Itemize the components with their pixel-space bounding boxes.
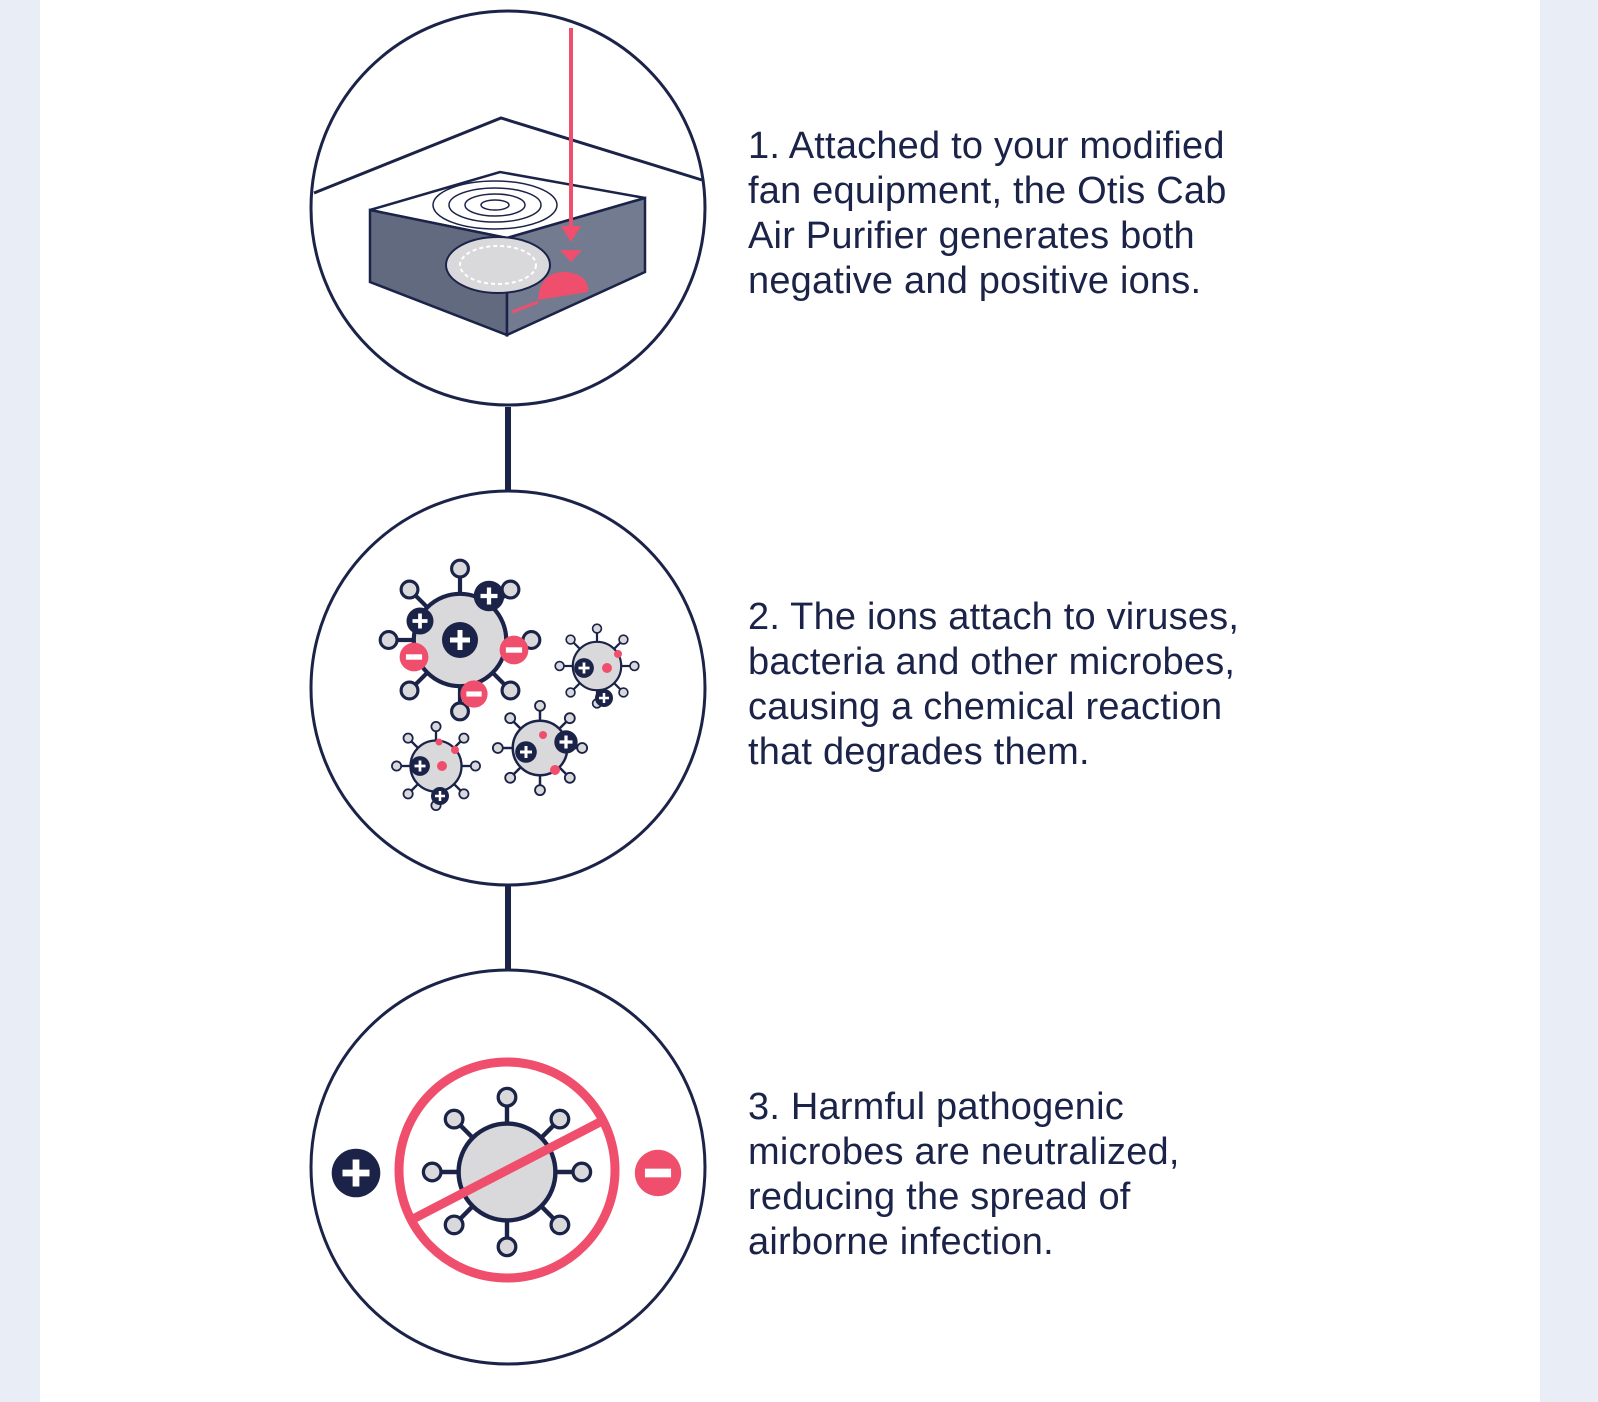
- step-1-line-1: 1. Attached to your modified: [748, 125, 1225, 167]
- step-2-line-2: bacteria and other microbes,: [748, 641, 1236, 683]
- step-3-line-3: reducing the spread of: [748, 1176, 1131, 1218]
- minus-ion-icon: [634, 1149, 682, 1197]
- step-2-line-3: causing a chemical reaction: [748, 686, 1223, 728]
- air-purifier-device-icon: [313, 28, 703, 337]
- step-3-line-2: microbes are neutralized,: [748, 1131, 1180, 1173]
- step-1-line-3: Air Purifier generates both: [748, 215, 1195, 257]
- step-1-line-2: fan equipment, the Otis Cab: [748, 170, 1227, 212]
- step-3-text: 3. Harmful pathogenic microbes are neutr…: [748, 1085, 1308, 1265]
- infographic-panel: [40, 0, 1540, 1402]
- step-2-line-4: that degrades them.: [748, 731, 1090, 773]
- step-3-circle: [309, 968, 707, 1366]
- step-1-line-4: negative and positive ions.: [748, 260, 1202, 302]
- step-2-line-1: 2. The ions attach to viruses,: [748, 596, 1240, 638]
- plus-ion-icon: [331, 1148, 381, 1198]
- step-3-line-1: 3. Harmful pathogenic: [748, 1086, 1124, 1128]
- step-1-text: 1. Attached to your modified fan equipme…: [748, 124, 1308, 304]
- neutralized-virus-icon: [331, 1057, 682, 1283]
- ionized-virus-icon: [380, 560, 639, 810]
- step-1-circle: [309, 9, 707, 407]
- step-2-text: 2. The ions attach to viruses, bacteria …: [748, 595, 1308, 775]
- step-2-circle: [309, 489, 707, 887]
- step-3-line-4: airborne infection.: [748, 1221, 1054, 1263]
